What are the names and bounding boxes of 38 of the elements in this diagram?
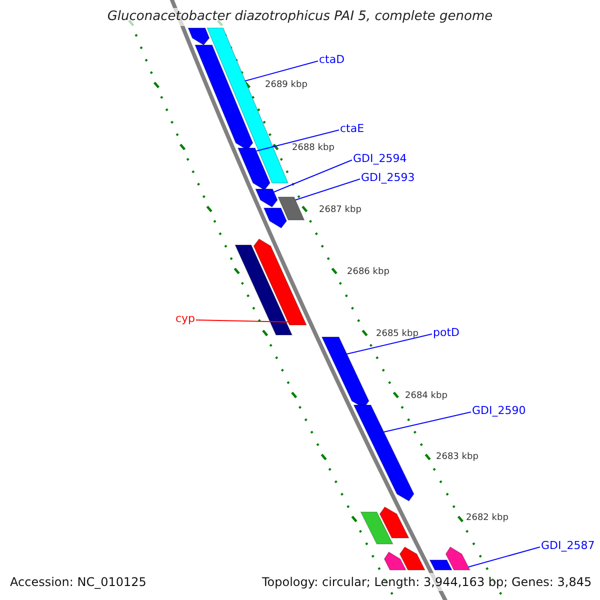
position-label: 2689 kbp (265, 79, 308, 91)
gene-feature (384, 551, 407, 570)
gene-label: cyp (174, 312, 196, 326)
gene-label: GDI_2590 (471, 404, 527, 418)
position-label: 2688 kbp (292, 142, 334, 154)
leader-line (244, 60, 318, 82)
gene-feature (237, 148, 270, 191)
gene-label: GDI_2587 (540, 539, 596, 553)
gene-feature (206, 28, 289, 184)
gene-feature (360, 512, 394, 544)
leader-line (468, 546, 540, 568)
position-label: 2683 kbp (436, 451, 478, 463)
gene-feature (445, 546, 471, 570)
leader-line (196, 320, 289, 322)
leader-line (294, 178, 360, 200)
leader-line (383, 412, 472, 432)
gene-label: ctaE (339, 122, 366, 136)
gene-label: ctaD (318, 53, 346, 67)
position-label: 2684 kbp (405, 390, 448, 402)
leader-line (273, 160, 352, 192)
position-label: 2685 kbp (376, 328, 418, 340)
position-label: 2682 kbp (466, 512, 508, 524)
gene-label: GDI_2593 (360, 171, 416, 185)
gene-feature (379, 506, 410, 538)
gene-feature (277, 196, 305, 220)
gene-feature (429, 560, 453, 570)
leader-line (256, 130, 340, 152)
gene-label: potD (432, 326, 460, 340)
gene-feature (353, 404, 414, 502)
gene-label: GDI_2594 (352, 152, 408, 166)
leader-line (346, 334, 432, 354)
gene-feature (253, 238, 308, 326)
gene-feature (399, 546, 426, 570)
position-label: 2686 kbp (347, 266, 390, 278)
position-label: 2687 kbp (319, 204, 362, 216)
gene-feature (234, 244, 293, 336)
gene-feature (263, 208, 288, 229)
gene-feature (254, 188, 278, 208)
